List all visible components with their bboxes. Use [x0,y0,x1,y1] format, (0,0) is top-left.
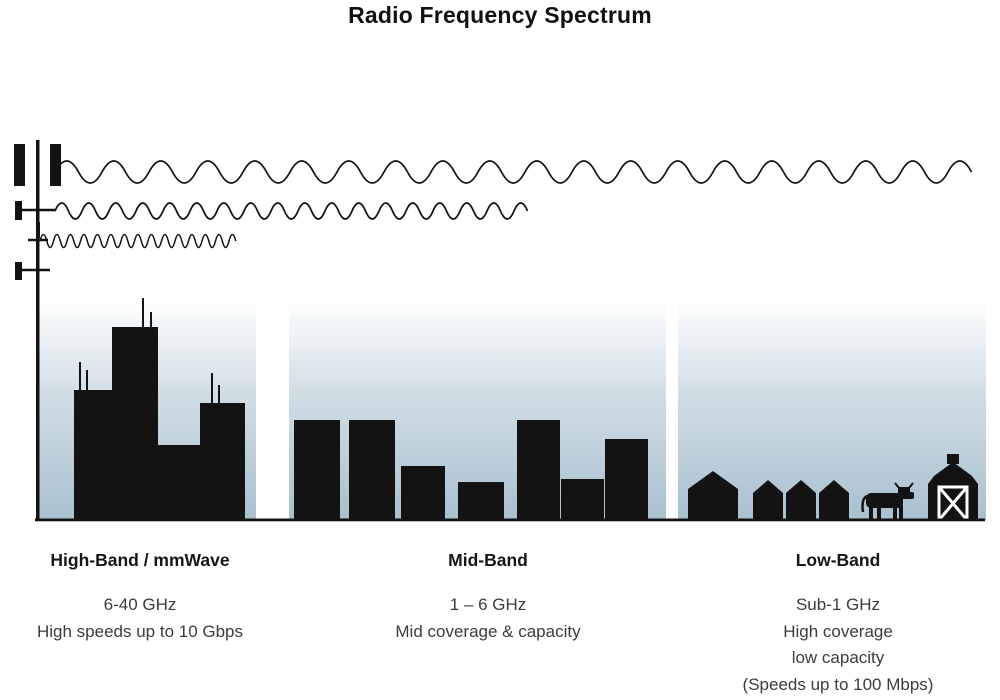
midrise-buildings-icon [294,420,648,520]
band-label-high: High-Band / mmWave [50,550,230,570]
band-desc-low: Sub-1 GHz High coverage low capacity (Sp… [663,592,1000,698]
page-title: Radio Frequency Spectrum [348,2,652,28]
long-wave-icon [54,160,973,184]
short-wave-icon [39,233,237,249]
band-spec-line: High speeds up to 10 Gbps [36,621,244,641]
houses-icon [688,471,849,520]
city-skyline-icon [74,298,245,520]
band-spec-line: low capacity [791,648,885,667]
cell-tower-icon [14,140,61,520]
ground-line [35,518,985,522]
band-spec-line: Mid coverage & capacity [395,621,581,641]
cow-icon [861,482,914,520]
band-spec-line: (Speeds up to 100 Mbps) [742,674,934,694]
band-label-low: Low-Band [795,550,881,570]
band-spec-line: High coverage [783,621,893,641]
medium-wave-icon [54,202,529,220]
band-label-mid: Mid-Band [448,550,528,570]
band-spec-line: 1 – 6 GHz [449,595,527,614]
barn-icon [928,454,978,522]
band-spec-line: 6-40 GHz [103,595,177,614]
band-desc-high: 6-40 GHz High speeds up to 10 Gbps [0,592,280,645]
band-spec-line: Sub-1 GHz [795,595,881,614]
band-desc-mid: 1 – 6 GHz Mid coverage & capacity [338,592,638,645]
